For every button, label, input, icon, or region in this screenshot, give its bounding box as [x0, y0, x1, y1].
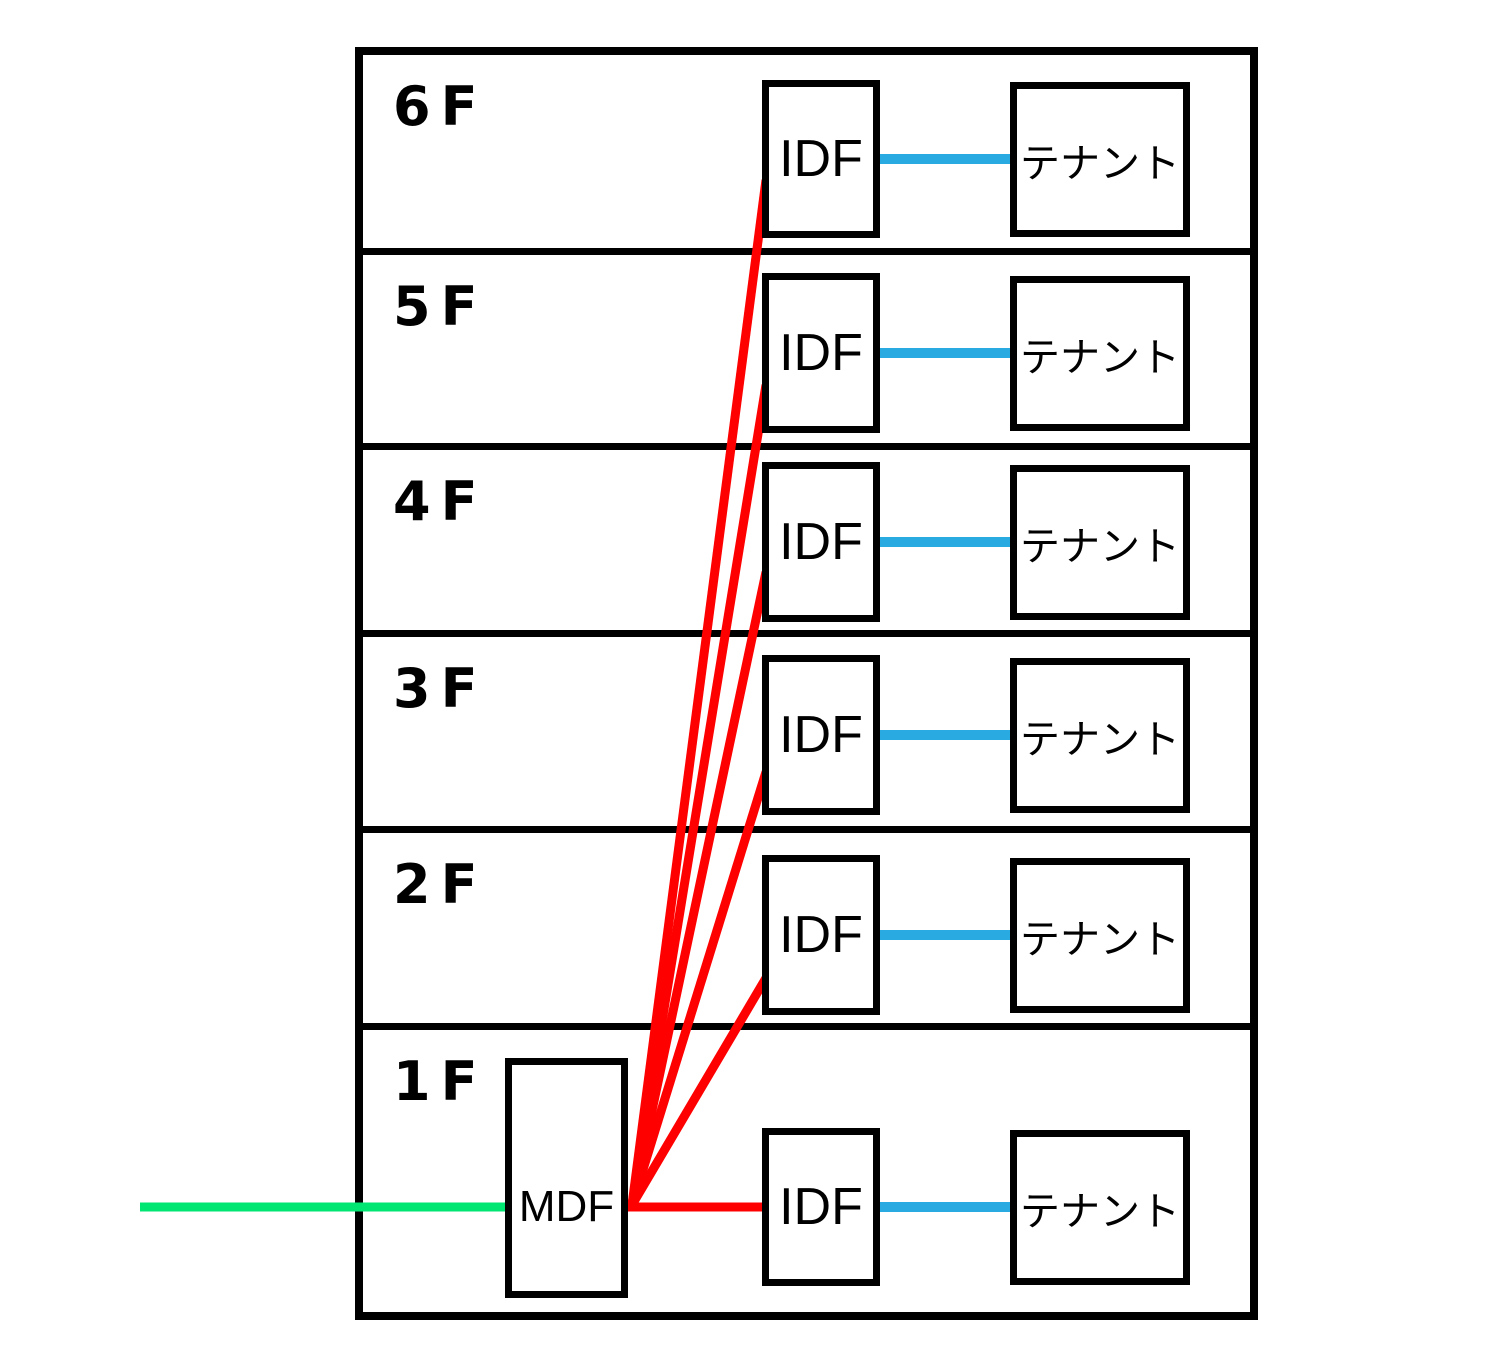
mdf-box-1f: MDF	[505, 1058, 628, 1298]
idf-box-1f: IDF	[762, 1128, 880, 1286]
floor-row-4f: 4F	[363, 450, 1250, 637]
floor-row-6f: 6F	[363, 55, 1250, 255]
backbone-line-3f	[627, 770, 771, 1207]
floor-row-2f: 2F	[363, 833, 1250, 1030]
tenant-box-1f: テナント	[1010, 1130, 1190, 1285]
floor-label-2f: 2F	[393, 853, 488, 916]
floor-row-3f: 3F	[363, 637, 1250, 833]
floor-row-1f: 1F	[363, 1030, 1250, 1312]
tenant-box-3f: テナント	[1010, 658, 1190, 813]
idf-box-3f: IDF	[762, 655, 880, 815]
idf-label-1f: IDF	[779, 1178, 863, 1236]
tenant-label-5f: テナント	[1020, 335, 1180, 380]
idf-box-2f: IDF	[762, 855, 880, 1015]
tenant-label-3f: テナント	[1020, 717, 1180, 762]
backbone-line-5f	[627, 384, 771, 1206]
idf-box-5f: IDF	[762, 273, 880, 433]
floor-label-1f: 1F	[393, 1050, 488, 1113]
floor-label-4f: 4F	[393, 470, 488, 533]
idf-label-4f: IDF	[779, 513, 863, 571]
building-outline: 6F 5F 4F 3F 2F 1F	[355, 47, 1258, 1320]
floor-label-6f: 6F	[393, 75, 488, 138]
idf-box-6f: IDF	[762, 80, 880, 238]
backbone-line-4f	[627, 571, 771, 1206]
floor-label-3f: 3F	[393, 657, 488, 720]
tenant-box-5f: テナント	[1010, 276, 1190, 431]
backbone-line-6f	[627, 179, 771, 1206]
backbone-line-2f	[628, 975, 770, 1208]
tenant-label-2f: テナント	[1020, 917, 1180, 962]
tenant-label-4f: テナント	[1020, 524, 1180, 569]
tenant-box-2f: テナント	[1010, 858, 1190, 1013]
tenant-label-6f: テナント	[1020, 141, 1180, 186]
idf-label-3f: IDF	[779, 706, 863, 764]
idf-label-2f: IDF	[779, 906, 863, 964]
tenant-box-6f: テナント	[1010, 82, 1190, 237]
floor-row-5f: 5F	[363, 255, 1250, 450]
tenant-box-4f: テナント	[1010, 465, 1190, 620]
floor-label-5f: 5F	[393, 275, 488, 338]
idf-label-5f: IDF	[779, 324, 863, 382]
idf-label-6f: IDF	[779, 130, 863, 188]
tenant-label-1f: テナント	[1020, 1189, 1180, 1234]
idf-box-4f: IDF	[762, 462, 880, 622]
mdf-label-1f: MDF	[518, 1182, 615, 1231]
